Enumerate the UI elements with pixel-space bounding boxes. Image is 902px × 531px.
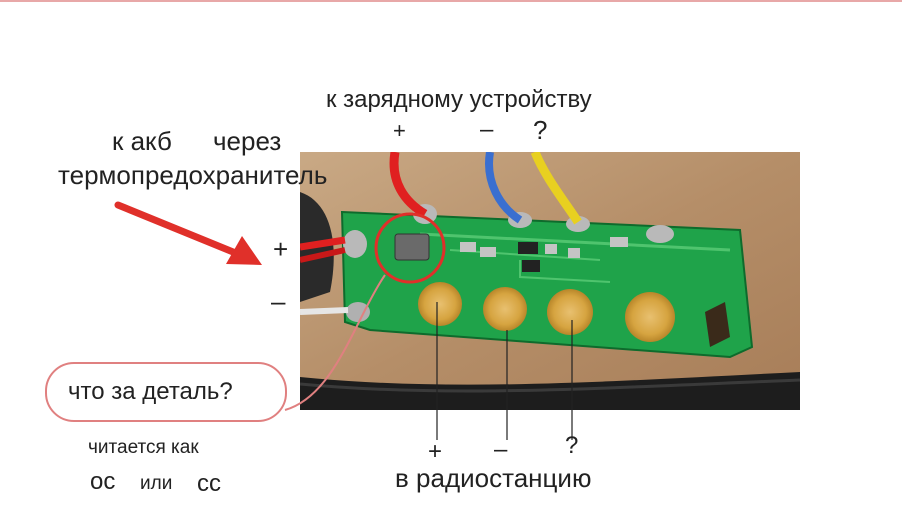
oc-label: ос: [90, 468, 116, 495]
thermofuse-label: термопредохранитель: [58, 160, 328, 190]
left-plus-label: +: [273, 234, 289, 264]
radio-minus-label: –: [494, 436, 508, 463]
left-minus-label: –: [271, 286, 286, 316]
to-radio-label: в радиостанцию: [395, 463, 592, 493]
charger-question-label: ?: [533, 115, 548, 145]
charger-minus-label: –: [480, 116, 494, 143]
cc-label: сс: [197, 470, 221, 497]
reads-as-label: читается как: [88, 437, 199, 458]
to-charger-label: к зарядному устройству: [326, 86, 592, 113]
red-arrow: [114, 201, 262, 265]
radio-question-label: ?: [565, 432, 579, 459]
top-divider: [0, 0, 902, 2]
charger-plus-label: +: [393, 118, 406, 143]
or-label: или: [140, 473, 173, 494]
through-label: через: [213, 126, 282, 156]
radio-plus-label: +: [428, 438, 443, 465]
to-akb-label: к акб: [112, 126, 172, 156]
question-label: что за деталь?: [68, 378, 233, 405]
pcb-photo: [300, 152, 800, 410]
